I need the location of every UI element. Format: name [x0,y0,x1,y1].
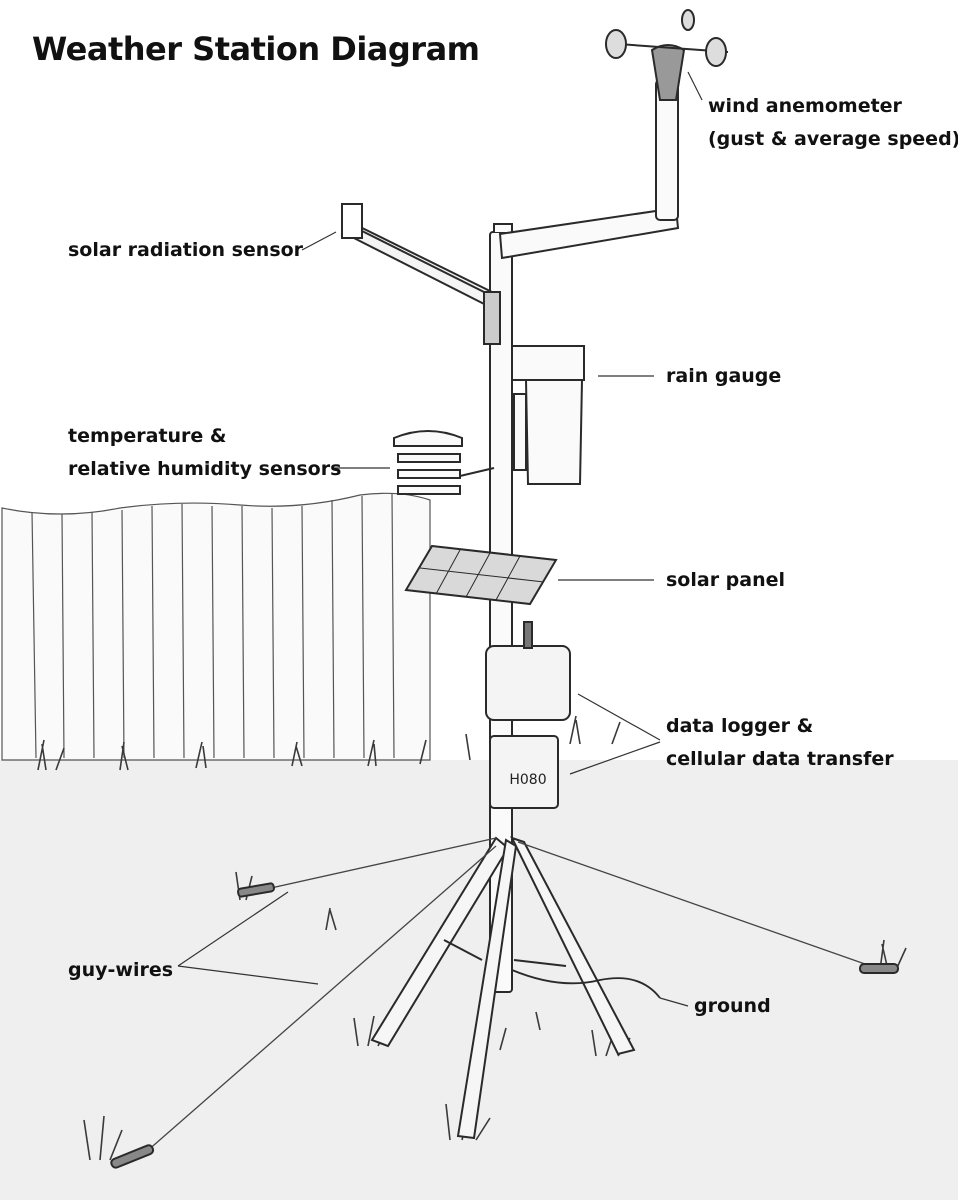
label-solar-panel: solar panel [666,569,786,591]
label-guy-wires: guy-wires [68,959,174,981]
label-line: cellular data transfer [666,748,894,770]
label-data-logger: data logger & cellular data transfer [666,710,894,776]
label-solar-radiation-sensor: solar radiation sensor [68,239,304,261]
label-line: wind anemometer [708,95,902,117]
guy-wire-stakes [110,882,899,1169]
label-rain-gauge: rain gauge [666,365,782,387]
tripod [370,836,636,1140]
data-logger-device [485,621,571,809]
ground-area [0,760,958,1200]
logger-label: H080 [509,772,546,788]
fence [1,492,431,761]
temp-humidity-shield [393,430,495,495]
grass [37,715,907,1161]
label-line: temperature & [68,425,227,447]
label-line: (gust & average speed) [708,128,958,150]
anemometer-assembly [498,9,729,260]
label-line: relative humidity sensors [68,458,342,480]
label-wind-anemometer: wind anemometer (gust & average speed) [708,90,958,156]
solar-radiation-sensor-assembly [341,203,501,345]
label-ground: ground [694,995,771,1017]
rain-gauge-device [511,345,585,485]
guy-wires-lines [145,837,883,1153]
solar-panel-device [404,544,558,606]
label-line: data logger & [666,715,814,737]
callout-leaders [177,71,703,1007]
ground-wire [511,969,661,999]
label-temperature-humidity: temperature & relative humidity sensors [68,420,341,486]
diagram-title: Weather Station Diagram [32,30,480,68]
